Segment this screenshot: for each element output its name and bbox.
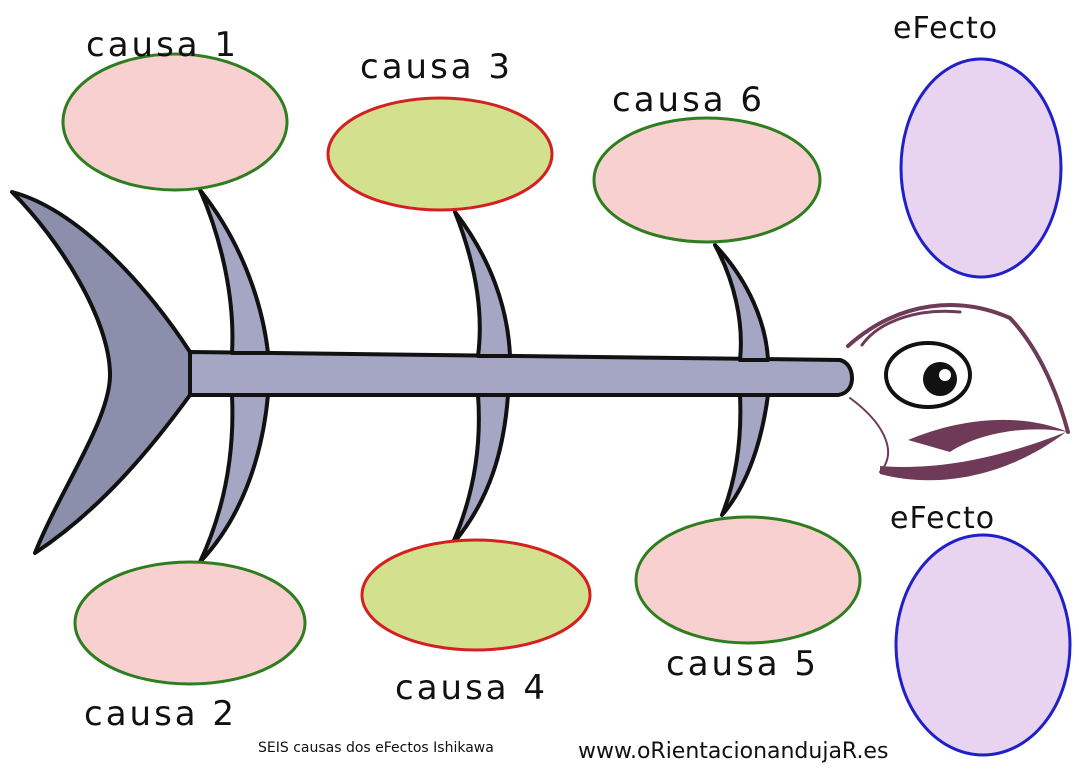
bone-upper-3 xyxy=(713,243,770,362)
cause-4-label: causa 4 xyxy=(395,668,549,708)
effect-2-label: eFecto xyxy=(890,501,996,536)
cause-6-box xyxy=(592,116,822,244)
bone-lower-2 xyxy=(450,393,510,547)
cause-3-box xyxy=(326,96,554,212)
fish-spine xyxy=(188,350,854,397)
cause-1-box xyxy=(61,52,289,192)
bone-lower-1 xyxy=(198,393,270,564)
cause-5-label: causa 5 xyxy=(666,644,820,684)
footer-caption: SEIS causas dos eFectos Ishikawa xyxy=(258,740,494,756)
effect-1-box xyxy=(899,57,1063,279)
bone-upper-2 xyxy=(453,210,512,358)
effect-1-label: eFecto xyxy=(893,11,999,46)
effect-2-box xyxy=(894,533,1072,757)
cause-3-label: causa 3 xyxy=(360,47,514,87)
footer-url: www.oRientacionandujaR.es xyxy=(578,739,889,764)
fish-head xyxy=(846,303,1070,481)
bone-upper-1 xyxy=(198,188,270,355)
fish-tail xyxy=(10,190,192,555)
cause-1-label: causa 1 xyxy=(86,25,240,65)
cause-2-label: causa 2 xyxy=(84,694,238,734)
cause-4-box xyxy=(360,538,592,652)
fish-pupil xyxy=(923,362,957,396)
cause-2-box xyxy=(73,560,307,686)
cause-5-box xyxy=(634,515,862,645)
cause-6-label: causa 6 xyxy=(612,80,766,120)
bone-lower-3 xyxy=(720,393,770,517)
